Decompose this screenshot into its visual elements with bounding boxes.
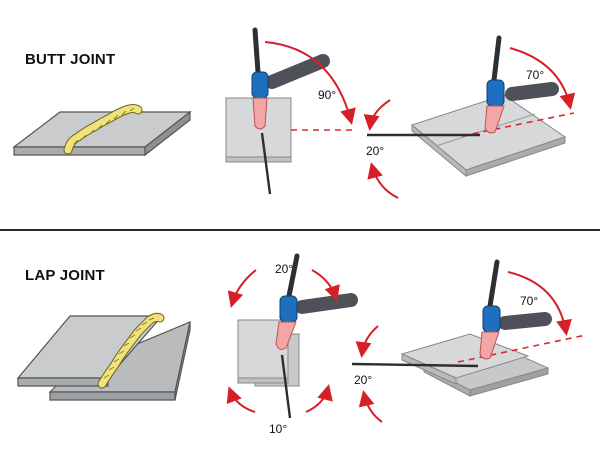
angle-arrow-icon (264, 41, 356, 125)
filler-rod-icon (260, 132, 272, 195)
filler-rod-icon (280, 354, 292, 419)
lap-joint-plate-icon (16, 312, 191, 401)
angle-arrow-icon (358, 390, 383, 423)
lap-front-plates (400, 333, 550, 397)
angle-arrow-icon (226, 386, 256, 413)
work-line (461, 112, 575, 137)
angle-arrow-icon (509, 47, 576, 110)
butt-side-plates (225, 97, 292, 163)
angle-arrow-icon (355, 325, 379, 358)
lap-joint-title: LAP JOINT (25, 267, 105, 284)
lap-side-top-angle-label: 20° (275, 262, 294, 276)
tig-torch-icon (251, 27, 330, 130)
weld-bead (97, 312, 165, 389)
angle-arrow-icon (311, 269, 340, 302)
section-divider (0, 229, 600, 231)
butt-joint-plate-icon (12, 104, 192, 157)
tig-torch-icon (484, 35, 559, 134)
lap-side-bottom-angle-label: 10° (269, 422, 288, 436)
lap-front-travel-angle-label: 20° (354, 373, 373, 387)
tig-torch-icon (479, 259, 552, 360)
lap-front-work-angle-label: 70° (520, 294, 539, 308)
butt-front-travel-angle-label: 20° (366, 144, 385, 158)
angle-arrow-icon (363, 99, 391, 131)
tig-torch-icon (275, 253, 358, 350)
filler-rod-icon (351, 362, 479, 368)
angle-arrow-icon (507, 271, 572, 336)
butt-front-work-angle-label: 70° (526, 68, 545, 82)
weld-bead (63, 104, 143, 155)
angle-arrow-icon (305, 384, 333, 413)
angle-arrow-icon (227, 269, 257, 308)
angle-arrow-icon (367, 162, 399, 199)
butt-joint-title: BUTT JOINT (25, 51, 116, 68)
butt-side-angle-label: 90° (318, 88, 337, 102)
